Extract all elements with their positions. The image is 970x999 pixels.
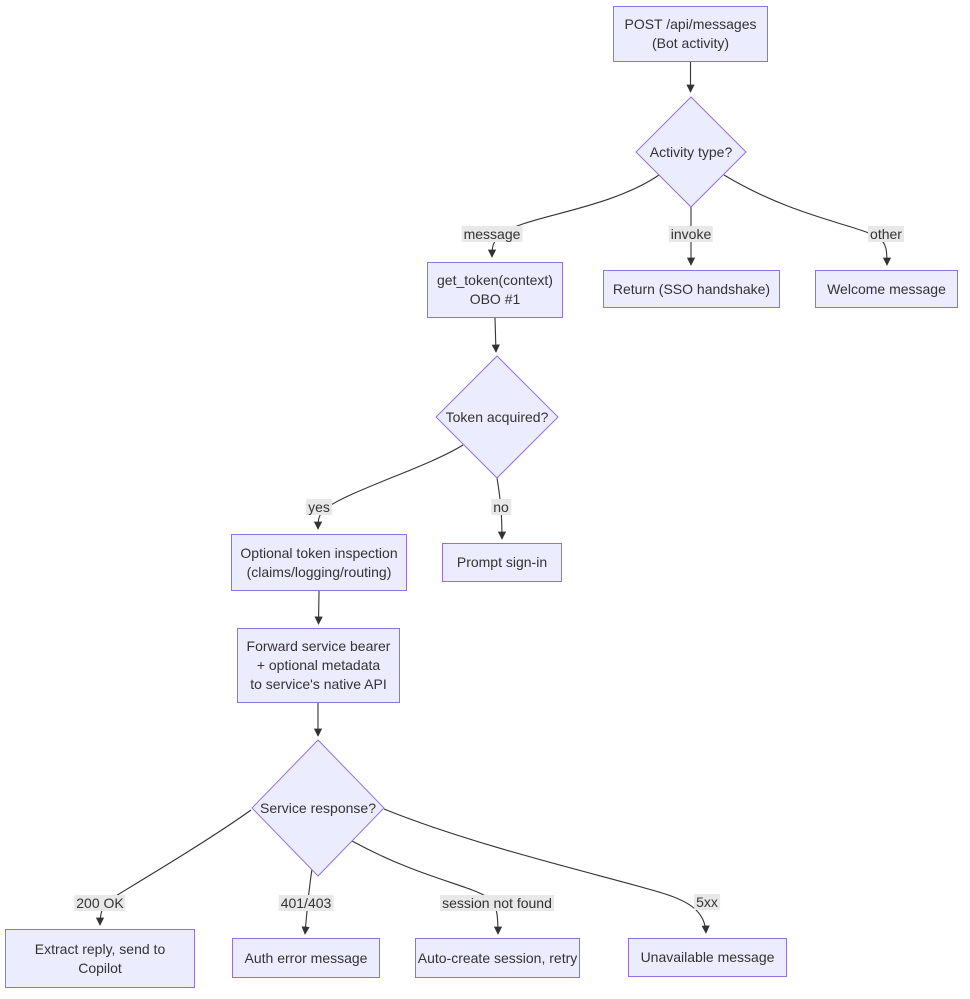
node-forward-line-1: Forward service bearer (246, 638, 391, 654)
node-optional-token-inspection: Optional token inspection (claims/loggin… (231, 534, 407, 591)
edge-inspection-to-forward (314, 590, 323, 625)
node-unavailable-label: Unavailable message (640, 949, 775, 965)
edge-service-to-extract (95, 809, 252, 926)
decision-activity-type (635, 96, 747, 208)
node-auto-create-session: Auto-create session, retry (415, 938, 580, 978)
edge-service-to-autocreate (351, 840, 503, 935)
decision-activity-type-label: Activity type? (649, 144, 733, 160)
node-forward-line-2: + optional metadata (256, 657, 381, 673)
node-unavailable-message: Unavailable message (628, 938, 787, 977)
node-auto-create-label: Auto-create session, retry (417, 949, 578, 966)
node-get-token-line-1: get_token(context) (437, 272, 553, 288)
edge-label-invoke: invoke (668, 226, 714, 242)
node-extract-reply: Extract reply, send to Copilot (5, 929, 195, 988)
node-auth-error-label: Auth error message (244, 949, 368, 966)
edge-label-yes: yes (306, 499, 332, 515)
node-prompt-signin-label: Prompt sign-in (456, 554, 548, 570)
node-post-api-messages: POST /api/messages (Bot activity) (613, 6, 768, 62)
edge-label-5xx: 5xx (694, 894, 720, 910)
edge-label-401-403: 401/403 (278, 895, 334, 911)
edge-token-to-inspection (313, 444, 464, 530)
edge-activity-to-gettoken (487, 174, 660, 258)
node-return-sso-handshake: Return (SSO handshake) (603, 270, 780, 308)
edge-label-200-ok: 200 OK (74, 895, 126, 911)
node-forward-service-bearer: Forward service bearer + optional metada… (237, 628, 400, 703)
node-prompt-signin: Prompt sign-in (442, 543, 562, 582)
node-welcome-message: Welcome message (815, 270, 958, 308)
node-post-line-1: POST /api/messages (624, 16, 757, 32)
node-extract-line-1: Extract reply, send to (34, 940, 166, 957)
node-auth-error: Auth error message (232, 938, 380, 978)
decision-token-acquired (435, 355, 559, 479)
edge-gettoken-to-token (491, 317, 500, 353)
edge-label-no: no (491, 499, 511, 515)
decision-service-response (251, 739, 385, 877)
decision-service-response-label: Service response? (260, 800, 376, 816)
decision-token-acquired-label: Token acquired? (445, 409, 549, 425)
edge-label-session-not-found: session not found (440, 895, 554, 911)
node-forward-line-3: to service's native API (250, 676, 387, 692)
node-welcome-label: Welcome message (827, 280, 946, 297)
node-get-token: get_token(context) OBO #1 (427, 262, 563, 318)
node-inspection-line-1: Optional token inspection (240, 544, 398, 561)
node-extract-line-2: Copilot (78, 959, 122, 976)
edge-label-message: message (461, 226, 523, 242)
node-post-line-2: (Bot activity) (651, 35, 729, 51)
edge-label-other: other (868, 226, 904, 242)
node-return-sso-label: Return (SSO handshake) (612, 280, 771, 297)
node-get-token-line-2: OBO #1 (469, 291, 521, 307)
edge-service-to-unavailable (383, 808, 710, 934)
node-inspection-line-2: (claims/logging/routing) (246, 563, 392, 580)
edge-activity-to-welcome (723, 174, 892, 266)
